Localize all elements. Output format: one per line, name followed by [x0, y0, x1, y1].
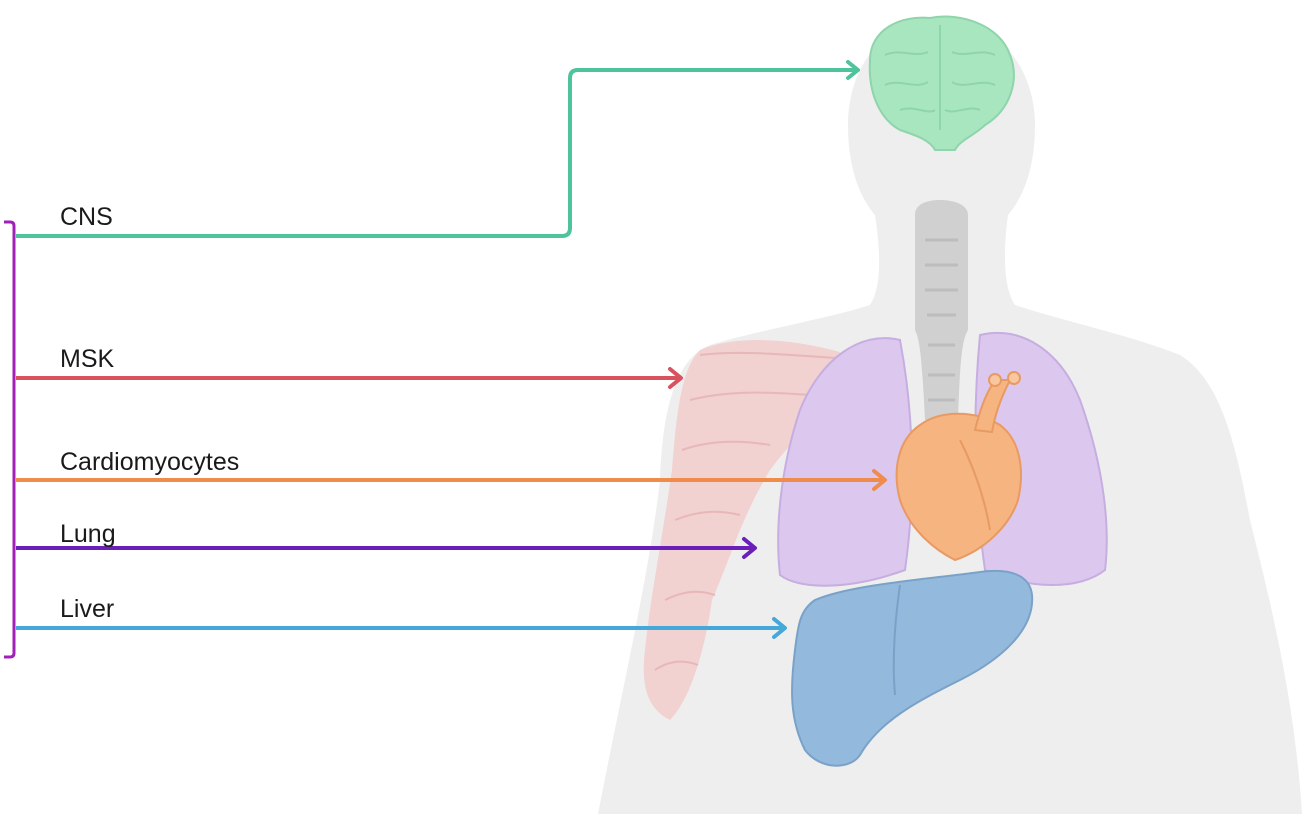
msk-arrow — [16, 369, 681, 387]
cns-arrow — [16, 62, 858, 236]
group-bracket — [4, 222, 14, 657]
lung-arrow — [16, 539, 755, 557]
label-liver: Liver — [60, 597, 114, 622]
label-cardiomyocytes: Cardiomyocytes — [60, 450, 239, 475]
label-msk: MSK — [60, 347, 114, 372]
label-lung: Lung — [60, 522, 116, 547]
label-cns: CNS — [60, 205, 113, 230]
